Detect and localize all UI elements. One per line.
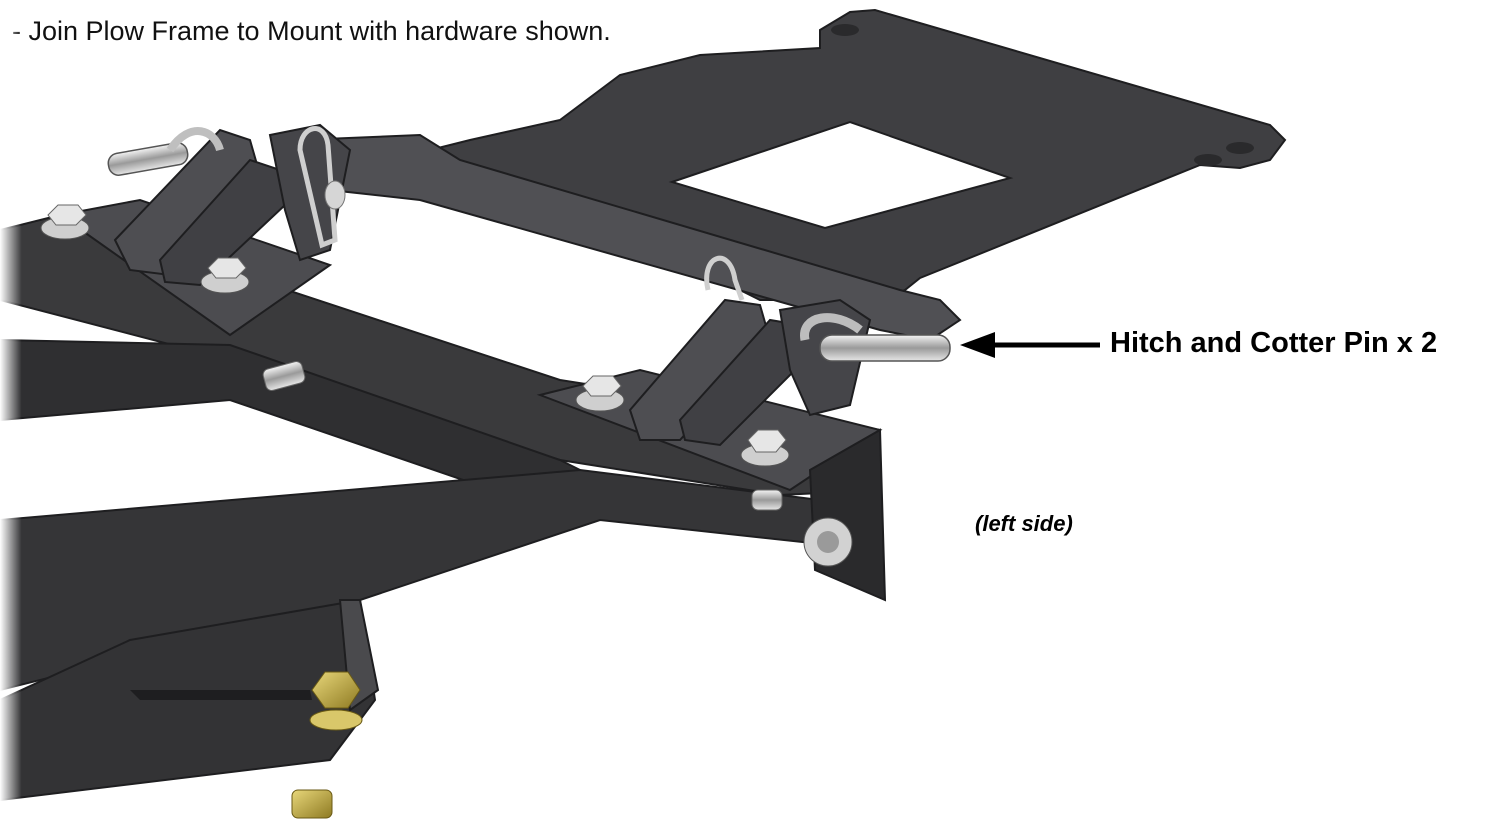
hex-bolt [740, 429, 790, 467]
callout-arrow [960, 332, 1100, 358]
side-note: (left side) [975, 511, 1073, 536]
mount-hole [831, 24, 859, 36]
bolt-end [751, 489, 783, 511]
mount-hole [1226, 142, 1254, 154]
hex-bolt [575, 375, 625, 412]
bolt-end [262, 361, 306, 391]
fade-overlay [0, 0, 180, 840]
hitch-pin-right [800, 313, 951, 362]
cotter-pin-left [297, 126, 346, 249]
mount-hole [1194, 154, 1222, 166]
mount-plate [428, 8, 1287, 301]
hitch-pin-left [107, 127, 224, 176]
mount-cutout [668, 120, 1014, 230]
pivot-bolt [130, 671, 363, 819]
cotter-pin-right [704, 255, 745, 301]
callout-label: Hitch and Cotter Pin x 2 [1110, 327, 1438, 359]
hex-bolt [40, 204, 90, 240]
hex-bolt [200, 257, 250, 294]
link-bar [298, 133, 962, 342]
hex-nut [803, 517, 853, 567]
